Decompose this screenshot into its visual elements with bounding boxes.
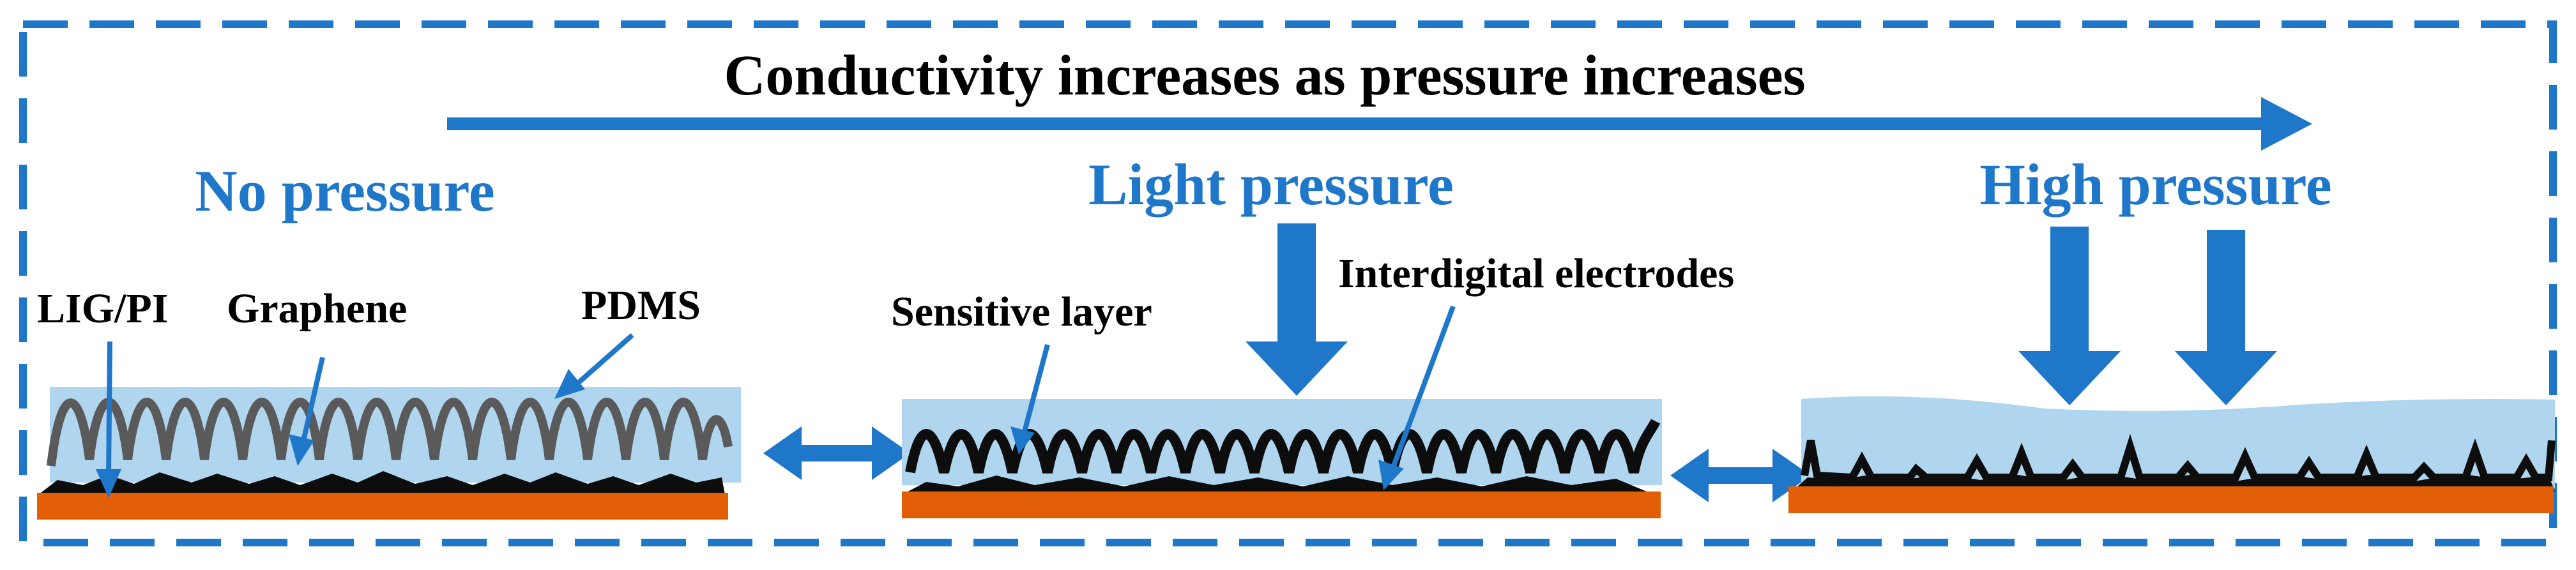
stage-title-high-pressure: High pressure (1979, 152, 2331, 217)
pointer-pdms (576, 333, 634, 385)
pointer-interdigital-electrodes-head-icon (1378, 460, 1404, 490)
pointer-lig-pi (106, 341, 112, 476)
pointer-graphene-head-icon (289, 434, 314, 466)
conductivity-arrow-icon (447, 97, 2312, 151)
diagram-title: Conductivity increases as pressure incre… (724, 44, 1805, 107)
dashed-frame (19, 20, 2557, 546)
substrate-layer (1788, 486, 2554, 513)
down-arrow-icon (2175, 230, 2277, 405)
double-arrow-icon (1670, 449, 1811, 502)
stage-title-light-pressure: Light pressure (1088, 152, 1454, 217)
substrate-layer (902, 491, 1661, 518)
lig-layer (38, 471, 725, 495)
label-interdigital-electrodes: Interdigital electrodes (1338, 250, 1734, 297)
pointer-graphene (300, 357, 325, 444)
stage-light-pressure: Sensitive layer Interdigital electrodes (891, 223, 1734, 518)
graphene-wave (1801, 433, 2556, 482)
label-lig-pi: LIG/PI (37, 285, 168, 332)
pointer-interdigital-electrodes (1390, 305, 1456, 470)
pointer-sensitive-layer (1021, 343, 1050, 435)
down-arrow-icon (2018, 227, 2121, 405)
stage-high-pressure (1788, 227, 2556, 513)
label-pdms: PDMS (581, 282, 701, 329)
label-sensitive-layer: Sensitive layer (891, 289, 1152, 335)
down-arrow-icon (1246, 223, 1348, 396)
graphene-wave (905, 419, 1661, 474)
pdms-layer (1801, 396, 2555, 488)
graphene-wave (47, 398, 733, 467)
pointer-sensitive-layer-head-icon (1010, 426, 1035, 454)
double-arrow-icon (763, 426, 910, 480)
stage-no-pressure: LIG/PI Graphene PDMS (37, 282, 741, 520)
label-graphene: Graphene (227, 285, 407, 332)
substrate-layer (37, 493, 728, 520)
pointer-lig-pi-head-icon (96, 469, 121, 498)
lig-layer (902, 476, 1654, 495)
stage-title-no-pressure: No pressure (195, 158, 494, 223)
pointer-pdms-head-icon (554, 369, 585, 399)
